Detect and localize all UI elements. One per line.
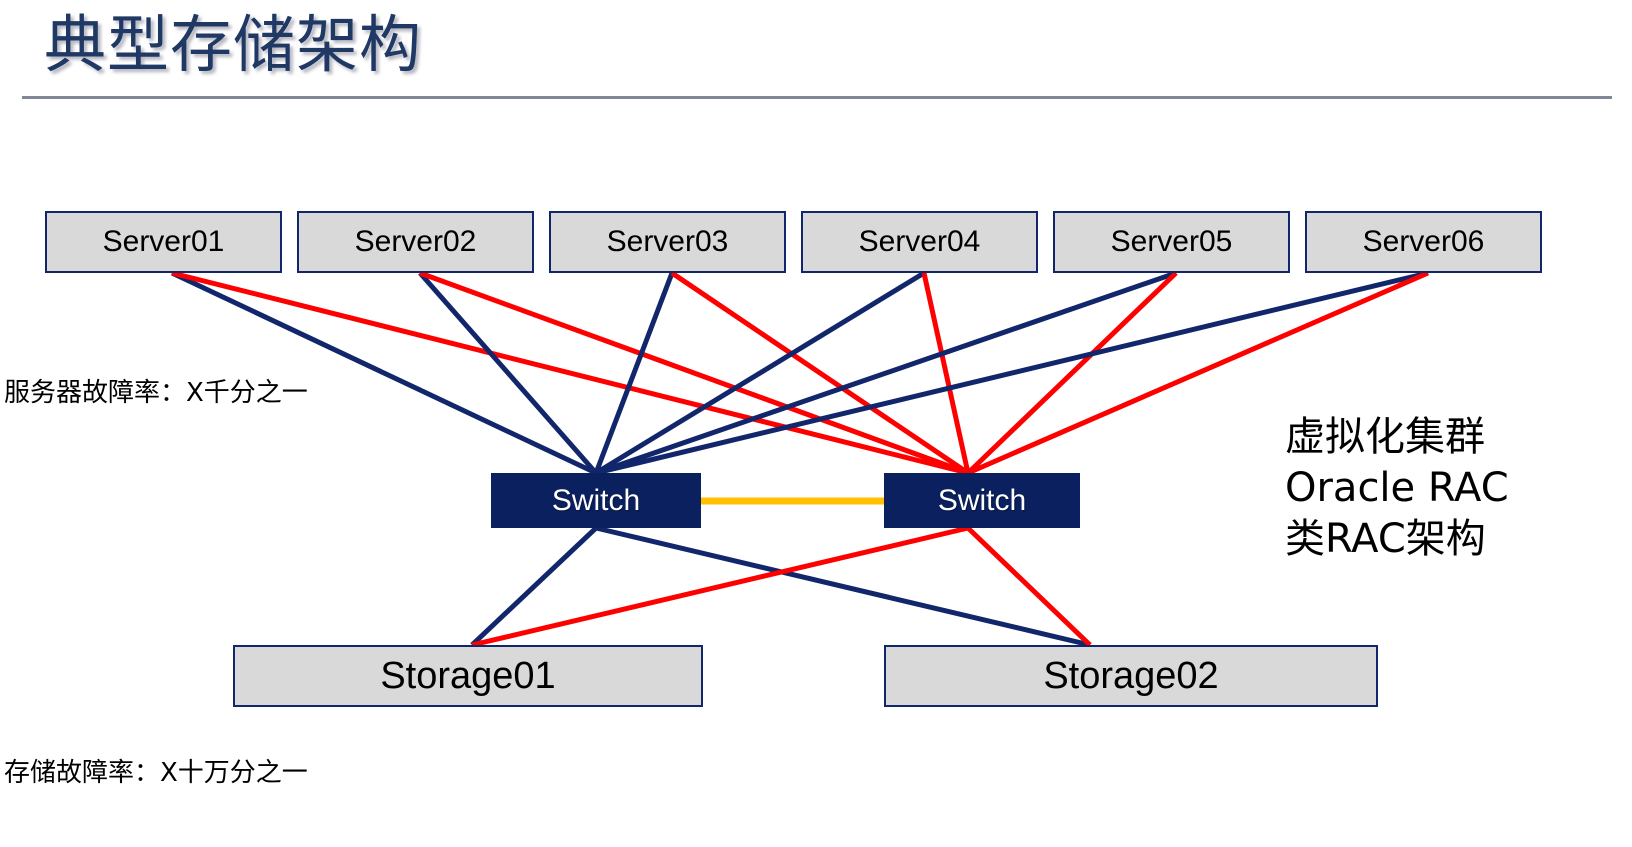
cluster-note-line-2: Oracle RAC <box>1285 465 1509 511</box>
cluster-notes: 虚拟化集群 Oracle RAC 类RAC架构 <box>1285 412 1509 565</box>
link-server6-switch2 <box>967 270 1429 476</box>
link-switch2-storage1 <box>471 525 969 648</box>
server-node-label: Server02 <box>354 225 477 258</box>
server-node-3[interactable]: Server03 <box>549 211 786 273</box>
switch-node-1[interactable]: Switch <box>491 473 701 528</box>
page-title: 典型存储架构 <box>44 8 423 81</box>
link-server5-switch2 <box>966 271 1178 475</box>
link-server1-switch1 <box>170 270 598 476</box>
storage-node-2[interactable]: Storage02 <box>884 645 1378 707</box>
server-node-4[interactable]: Server04 <box>801 211 1038 273</box>
server-node-label: Server03 <box>606 225 729 258</box>
link-switch1-storage2 <box>595 525 1091 648</box>
storage-node-1[interactable]: Storage01 <box>233 645 703 707</box>
server-node-5[interactable]: Server05 <box>1053 211 1290 273</box>
server-node-label: Server01 <box>102 225 225 258</box>
link-server3-switch1 <box>593 272 675 474</box>
link-server1-switch2 <box>171 270 969 476</box>
link-server3-switch2 <box>670 270 970 476</box>
link-switch1-storage1 <box>470 526 598 647</box>
storage-node-label: Storage02 <box>1043 654 1219 697</box>
server-node-2[interactable]: Server02 <box>297 211 534 273</box>
link-server2-switch1 <box>418 271 598 475</box>
server-node-label: Server05 <box>1110 225 1233 258</box>
server-node-label: Server06 <box>1362 225 1485 258</box>
link-server6-switch1 <box>595 270 1429 476</box>
cluster-note-line-3: 类RAC架构 <box>1285 516 1486 562</box>
server-node-6[interactable]: Server06 <box>1305 211 1542 273</box>
cluster-note-line-1: 虚拟化集群 <box>1285 414 1485 460</box>
switch-node-2[interactable]: Switch <box>884 473 1080 528</box>
storage-node-label: Storage01 <box>380 654 556 697</box>
storage-failure-rate-note: 存储故障率：X十万分之一 <box>4 758 308 788</box>
server-failure-rate-note: 服务器故障率：X千分之一 <box>4 378 308 408</box>
link-server4-switch2 <box>921 272 971 474</box>
link-switch2-storage2 <box>966 526 1092 647</box>
link-server2-switch2 <box>419 270 969 476</box>
switch-node-label: Switch <box>551 483 641 517</box>
title-divider <box>22 96 1612 99</box>
switch-node-label: Switch <box>937 483 1027 517</box>
link-server4-switch1 <box>594 270 926 476</box>
server-node-1[interactable]: Server01 <box>45 211 282 273</box>
server-node-label: Server04 <box>858 225 981 258</box>
link-server5-switch1 <box>595 270 1177 476</box>
